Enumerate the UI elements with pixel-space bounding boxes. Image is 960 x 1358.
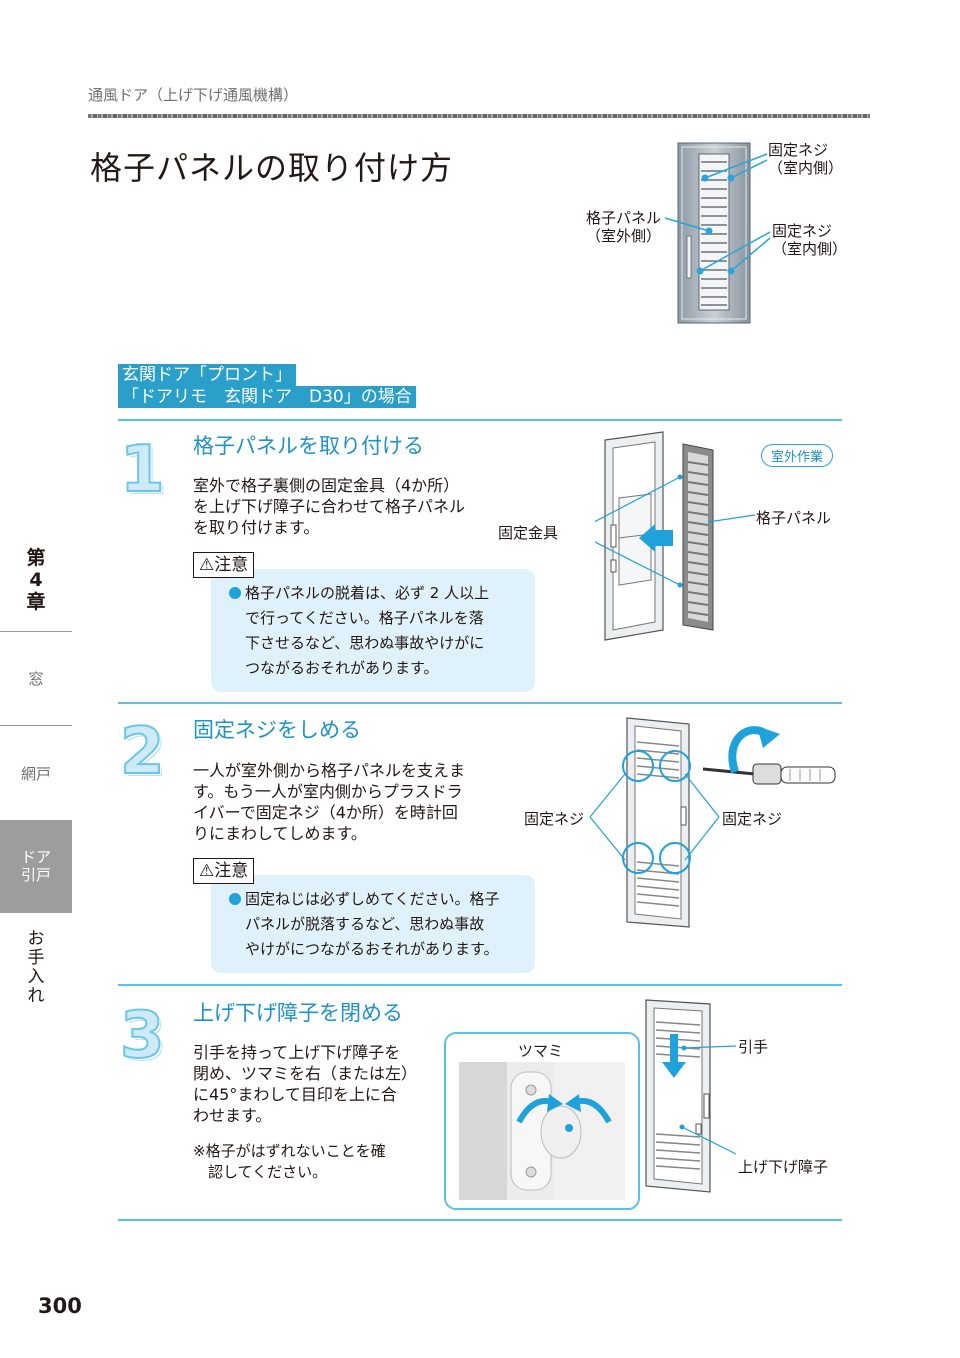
- warning-icon: ⚠: [199, 555, 215, 575]
- overview-screw-top-line2: （室内側）: [768, 159, 844, 177]
- step2-body: 一人が室外側から格子パネルを支えま す。もう一人が室内側からプラスドラ イバーで…: [193, 760, 465, 844]
- overview-screw-bottom-line2: （室内側）: [772, 240, 848, 258]
- step2-body-line: す。もう一人が室内側からプラスドラ: [193, 782, 463, 801]
- step2-body-line: イバーで固定ネジ（4か所）を時計回: [193, 803, 458, 822]
- step2-caution-note: 固定ねじは必ずしめてください。格子 パネルが脱落するなど、思わぬ事故 やけがにつ…: [211, 875, 535, 973]
- note-line: やけがにつながるおそれがあります。: [245, 940, 499, 958]
- step2-heading: 固定ネジをしめる: [193, 718, 361, 742]
- overview-screw-bottom-line1: 固定ネジ: [772, 222, 833, 240]
- step3-body-line: 閉め、ツマミを右（または左）: [193, 1064, 418, 1083]
- overview-door-illustration: [560, 138, 860, 328]
- step1-body-line: 室外で格子裏側の固定金具（4か所）: [193, 476, 460, 495]
- divider: [118, 419, 842, 421]
- sidebar-divider: [0, 631, 72, 632]
- bullet-icon: [229, 893, 241, 905]
- sidebar-divider: [0, 725, 72, 726]
- step2-caution-label: ⚠注意: [193, 858, 255, 884]
- step3-remark: ※格子がはずれないことを確 認してください。: [193, 1141, 386, 1183]
- note-line: つながるおそれがあります。: [245, 659, 439, 677]
- chapter-char: 第: [26, 547, 46, 569]
- step1-body: 室外で格子裏側の固定金具（4か所） を上げ下げ障子に合わせて格子パネル を取り付…: [193, 475, 465, 538]
- note-line: パネルが脱落するなど、思わぬ事故: [245, 915, 485, 933]
- remark-line: ※格子がはずれないことを確: [193, 1142, 386, 1160]
- step2-screw-right-label: 固定ネジ: [722, 810, 783, 828]
- step2-body-line: りにまわしてしめます。: [193, 824, 367, 843]
- sash-label: 上げ下げ障子: [738, 1158, 829, 1176]
- caution-text: 注意: [214, 861, 249, 881]
- overview-screw-top-label: 固定ネジ （室内側）: [768, 141, 843, 177]
- overview-panel-line1: 格子パネル: [586, 209, 662, 227]
- step3-illustration: [640, 994, 760, 1194]
- page-title: 格子パネルの取り付け方: [90, 149, 454, 187]
- sidebar-chapter: 第 4 章: [0, 547, 72, 613]
- sidebar-item-screen[interactable]: 網戸: [20, 765, 51, 783]
- sidebar-item-door-line2: 引戸: [20, 866, 51, 884]
- step1-caution-note: 格子パネルの脱着は、必ず 2 人以上 で行ってください。格子パネルを落 下させる…: [211, 569, 535, 692]
- section-label: 通風ドア（上げ下げ通風機構）: [88, 86, 299, 104]
- note-line: で行ってください。格子パネルを落: [245, 609, 484, 627]
- step3-body-line: わせます。: [193, 1106, 272, 1125]
- note-line: 固定ねじは必ずしめてください。格子: [245, 890, 500, 908]
- step1-body-line: を取り付けます。: [193, 518, 320, 537]
- divider: [118, 1219, 842, 1221]
- overview-screw-bottom-label: 固定ネジ （室内側）: [772, 222, 847, 258]
- handle-label: 引手: [738, 1038, 769, 1056]
- overview-panel-label: 格子パネル （室外側）: [586, 209, 661, 245]
- header-rule: [88, 114, 870, 118]
- step3-number: 3: [119, 999, 166, 1073]
- step1-fitting-label: 固定金具: [498, 524, 559, 542]
- bullet-icon: [229, 587, 241, 599]
- outdoor-work-badge: 室外作業: [761, 444, 834, 467]
- step1-panel-label: 格子パネル: [756, 509, 832, 527]
- divider: [118, 984, 842, 986]
- step3-heading: 上げ下げ障子を閉める: [193, 1001, 403, 1025]
- overview-panel-line2: （室外側）: [586, 227, 662, 245]
- chapter-number: 4: [29, 569, 43, 591]
- care-char: 手: [27, 948, 45, 968]
- care-char: お: [27, 929, 45, 949]
- care-char: 入: [27, 967, 45, 987]
- chapter-char: 章: [26, 591, 46, 613]
- step1-number: 1: [119, 433, 166, 507]
- page-number: 300: [38, 1294, 82, 1318]
- care-char: れ: [27, 986, 45, 1006]
- step1-body-line: を上げ下げ障子に合わせて格子パネル: [193, 497, 466, 516]
- step2-number: 2: [119, 715, 166, 789]
- step1-caution-label: ⚠注意: [193, 552, 255, 578]
- warning-icon: ⚠: [199, 861, 215, 881]
- model-tag-line1: 玄関ドア「プロント」: [118, 364, 296, 386]
- caution-text: 注意: [214, 555, 249, 575]
- model-tag-line2: 「ドアリモ 玄関ドア D30」の場合: [118, 386, 416, 408]
- note-line: 格子パネルの脱着は、必ず 2 人以上: [245, 584, 490, 602]
- sidebar-item-door-line1: ドア: [20, 848, 51, 866]
- overview-screw-top-line1: 固定ネジ: [768, 141, 829, 159]
- remark-line: 認してください。: [193, 1163, 328, 1181]
- knob-detail-frame: ツマミ: [444, 1032, 640, 1210]
- divider: [118, 702, 842, 704]
- step3-body-line: 引手を持って上げ下げ障子を: [193, 1043, 401, 1062]
- step3-body-line: に45°まわして目印を上に合: [193, 1085, 397, 1104]
- sidebar-item-window[interactable]: 窓: [28, 670, 44, 688]
- note-line: 下させるなど、思わぬ事故やけがに: [245, 634, 485, 652]
- sidebar-item-care[interactable]: お 手 入 れ: [0, 930, 72, 1006]
- step2-screw-left-label: 固定ネジ: [524, 810, 585, 828]
- knob-label: ツマミ: [518, 1042, 564, 1060]
- step1-illustration: [574, 430, 845, 645]
- step2-body-line: 一人が室外側から格子パネルを支えま: [193, 761, 466, 780]
- sidebar-item-door[interactable]: ドア 引戸: [0, 820, 72, 913]
- step2-illustration: [585, 712, 845, 932]
- step1-heading: 格子パネルを取り付ける: [193, 434, 424, 458]
- step3-body: 引手を持って上げ下げ障子を 閉め、ツマミを右（または左） に45°まわして目印を…: [193, 1042, 417, 1126]
